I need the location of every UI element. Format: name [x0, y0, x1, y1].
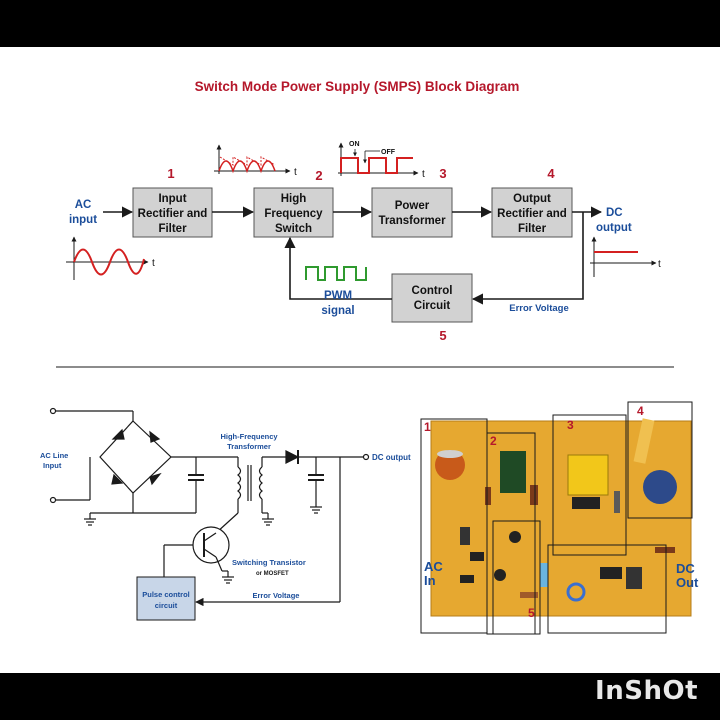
pwm-label-1: PWM: [324, 290, 352, 302]
pcb-dc-label-2: Out: [676, 575, 699, 590]
block-1-line1: Input: [158, 193, 186, 205]
diagram-frame: Switch Mode Power Supply (SMPS) Block Di…: [0, 47, 720, 673]
pulse-waveform: ON OFF t: [338, 141, 425, 180]
pcb-label-4: 4: [637, 404, 644, 418]
block-5-line1: Control: [412, 285, 453, 297]
switching-transistor-label-2: or MOSFET: [256, 571, 289, 577]
hf-transformer-label-2: Transformer: [227, 442, 271, 451]
pulse-on-label: ON: [349, 141, 360, 148]
dc-output-circuit-label: DC output: [372, 453, 411, 462]
rect-wave-t: t: [294, 167, 297, 178]
dc-output-label-2: output: [596, 222, 632, 234]
block-5-number: 5: [439, 328, 446, 343]
block-3-line1: Power: [395, 200, 430, 212]
block-4-line1: Output: [513, 193, 551, 205]
pcb-ac-label-2: In: [424, 573, 436, 588]
pcb-dc-label-1: DC: [676, 561, 695, 576]
ac-line-label-1: AC Line: [40, 451, 68, 460]
dc-waveform: t: [590, 236, 661, 277]
dc-output-label-1: DC: [606, 207, 623, 219]
pcb-ac-label-1: AC: [424, 559, 443, 574]
pcb-label-5: 5: [528, 606, 535, 620]
block-control-circuit: Control Circuit: [391, 273, 473, 323]
pulse-control-line2: circuit: [155, 601, 178, 610]
pwm-label-2: signal: [321, 305, 354, 317]
diagram-canvas: Switch Mode Power Supply (SMPS) Block Di…: [40, 79, 699, 635]
block-2-line2: Frequency: [264, 208, 323, 220]
error-voltage-label: Error Voltage: [509, 303, 568, 314]
block-2-number: 2: [315, 168, 322, 183]
block-2-line3: Switch: [275, 223, 312, 235]
error-voltage-circuit-label: Error Voltage: [253, 591, 300, 600]
hf-transformer-label-1: High-Frequency: [220, 432, 278, 441]
ac-line-label-2: Input: [43, 461, 62, 470]
block-1-line3: Filter: [158, 223, 187, 235]
block-2-line1: High: [281, 193, 307, 205]
diagram-title: Switch Mode Power Supply (SMPS) Block Di…: [195, 79, 520, 94]
inshot-watermark: InShOt: [595, 676, 698, 706]
block-input-rectifier: Input Rectifier and Filter: [132, 187, 213, 238]
block-power-transformer: Power Transformer: [371, 187, 453, 238]
block-output-rectifier: Output Rectifier and Filter: [491, 187, 573, 238]
pcb-label-2: 2: [490, 434, 497, 448]
pulse-control-line1: Pulse control: [142, 590, 190, 599]
block-3-line2: Transformer: [378, 215, 446, 227]
pulse-off-label: OFF: [381, 149, 396, 156]
circuit-schematic: [49, 407, 370, 607]
switching-transistor-label-1: Switching Transistor: [232, 558, 306, 567]
block-high-frequency-switch: High Frequency Switch: [253, 187, 334, 238]
rectified-waveform: t: [214, 144, 297, 178]
block-1-number: 1: [167, 166, 174, 181]
block-4-line3: Filter: [518, 223, 547, 235]
ac-sine-waveform: t: [66, 236, 155, 280]
pulse-wave-t: t: [422, 169, 425, 180]
block-4-number: 4: [547, 166, 555, 181]
pcb-photo: 1 2 3 4 5 AC In DC Out: [420, 401, 699, 635]
ac-wave-t: t: [152, 258, 155, 269]
block-1-line2: Rectifier and: [138, 208, 208, 220]
pwm-waveform: [305, 266, 367, 281]
ac-input-label-1: AC: [75, 199, 92, 211]
pcb-label-3: 3: [567, 418, 574, 432]
block-4-line2: Rectifier and: [497, 208, 567, 220]
pcb-label-1: 1: [424, 420, 431, 434]
pulse-control-box: Pulse control circuit: [136, 576, 196, 621]
block-5-line2: Circuit: [414, 300, 451, 312]
dc-wave-t: t: [658, 259, 661, 270]
ac-input-label-2: input: [69, 214, 97, 226]
block-3-number: 3: [439, 166, 446, 181]
signal-flow-arrows: [103, 206, 603, 305]
